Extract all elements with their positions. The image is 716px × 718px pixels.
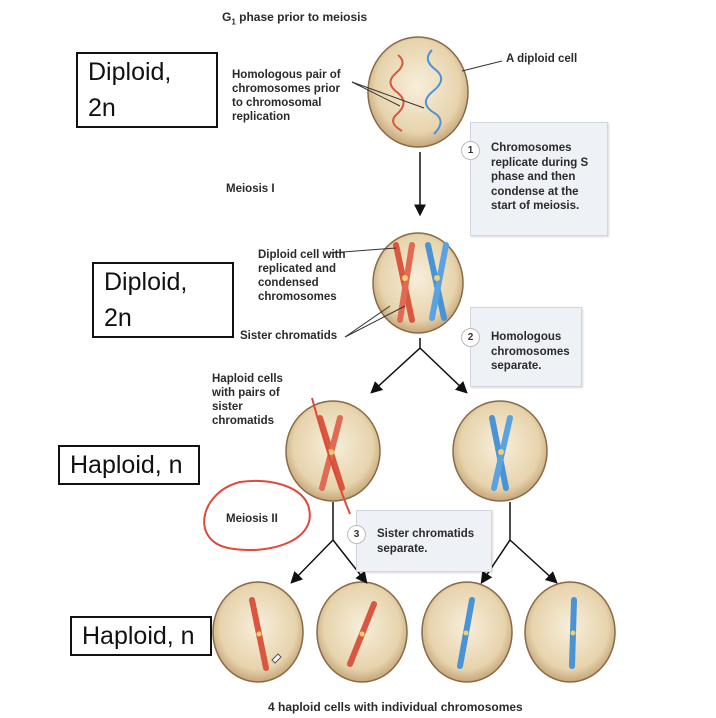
step-text-3: Sister chromatids separate.	[377, 528, 475, 555]
homologous-pair-label: Homologous pair of chromosomes prior to …	[232, 69, 341, 123]
meiosis-i-label: Meiosis I	[226, 183, 275, 195]
step-number-3: 3	[347, 525, 366, 544]
step-note-2: 2 Homologous chromosomes separate.	[461, 307, 582, 387]
bottom-caption: 4 haploid cells with individual chromoso…	[268, 700, 523, 714]
cell-haploid-red	[285, 400, 381, 502]
replicated-cell-label: Diploid cell with replicated and condens…	[258, 249, 346, 303]
step-note-1: 1 Chromosomes replicate during S phase a…	[461, 122, 608, 236]
step-number-2: 2	[461, 328, 480, 347]
label-diploid-top: Diploid, 2n	[76, 52, 218, 128]
cell-final-4	[524, 581, 616, 683]
cell-g1	[367, 36, 469, 148]
cell-replicated	[372, 232, 464, 334]
hand-annotations	[203, 397, 351, 552]
cell-final-1	[212, 581, 304, 683]
pointer-lines	[329, 60, 503, 338]
step-text-2: Homologous chromosomes separate.	[491, 331, 570, 372]
g1-phase-rest: phase prior to meiosis	[235, 10, 368, 24]
g1-phase-title: G1 phase prior to meiosis	[222, 10, 367, 29]
flow-arrows	[290, 152, 558, 584]
pencil-icon	[271, 653, 282, 664]
haploid-cells-label: Haploid cells with pairs of sister chrom…	[212, 373, 283, 427]
g1-letter: G	[222, 10, 232, 24]
sister-chromatids-label: Sister chromatids	[240, 330, 338, 342]
meiosis-ii-label: Meiosis II	[226, 513, 278, 525]
step-note-3: 3 Sister chromatids separate.	[347, 510, 492, 572]
diploid-cell-label: A diploid cell	[506, 53, 578, 65]
g1-subscript: 1	[231, 17, 236, 27]
label-haploid-mid: Haploid, n	[58, 445, 200, 485]
cell-final-2	[316, 581, 408, 683]
cell-final-3	[421, 581, 513, 683]
step-text-1: Chromosomes replicate during S phase and…	[491, 142, 589, 212]
label-haploid-bottom: Haploid, n	[70, 616, 212, 656]
label-diploid-mid: Diploid, 2n	[92, 262, 234, 338]
cell-haploid-blue	[452, 400, 548, 502]
step-number-1: 1	[461, 141, 480, 160]
